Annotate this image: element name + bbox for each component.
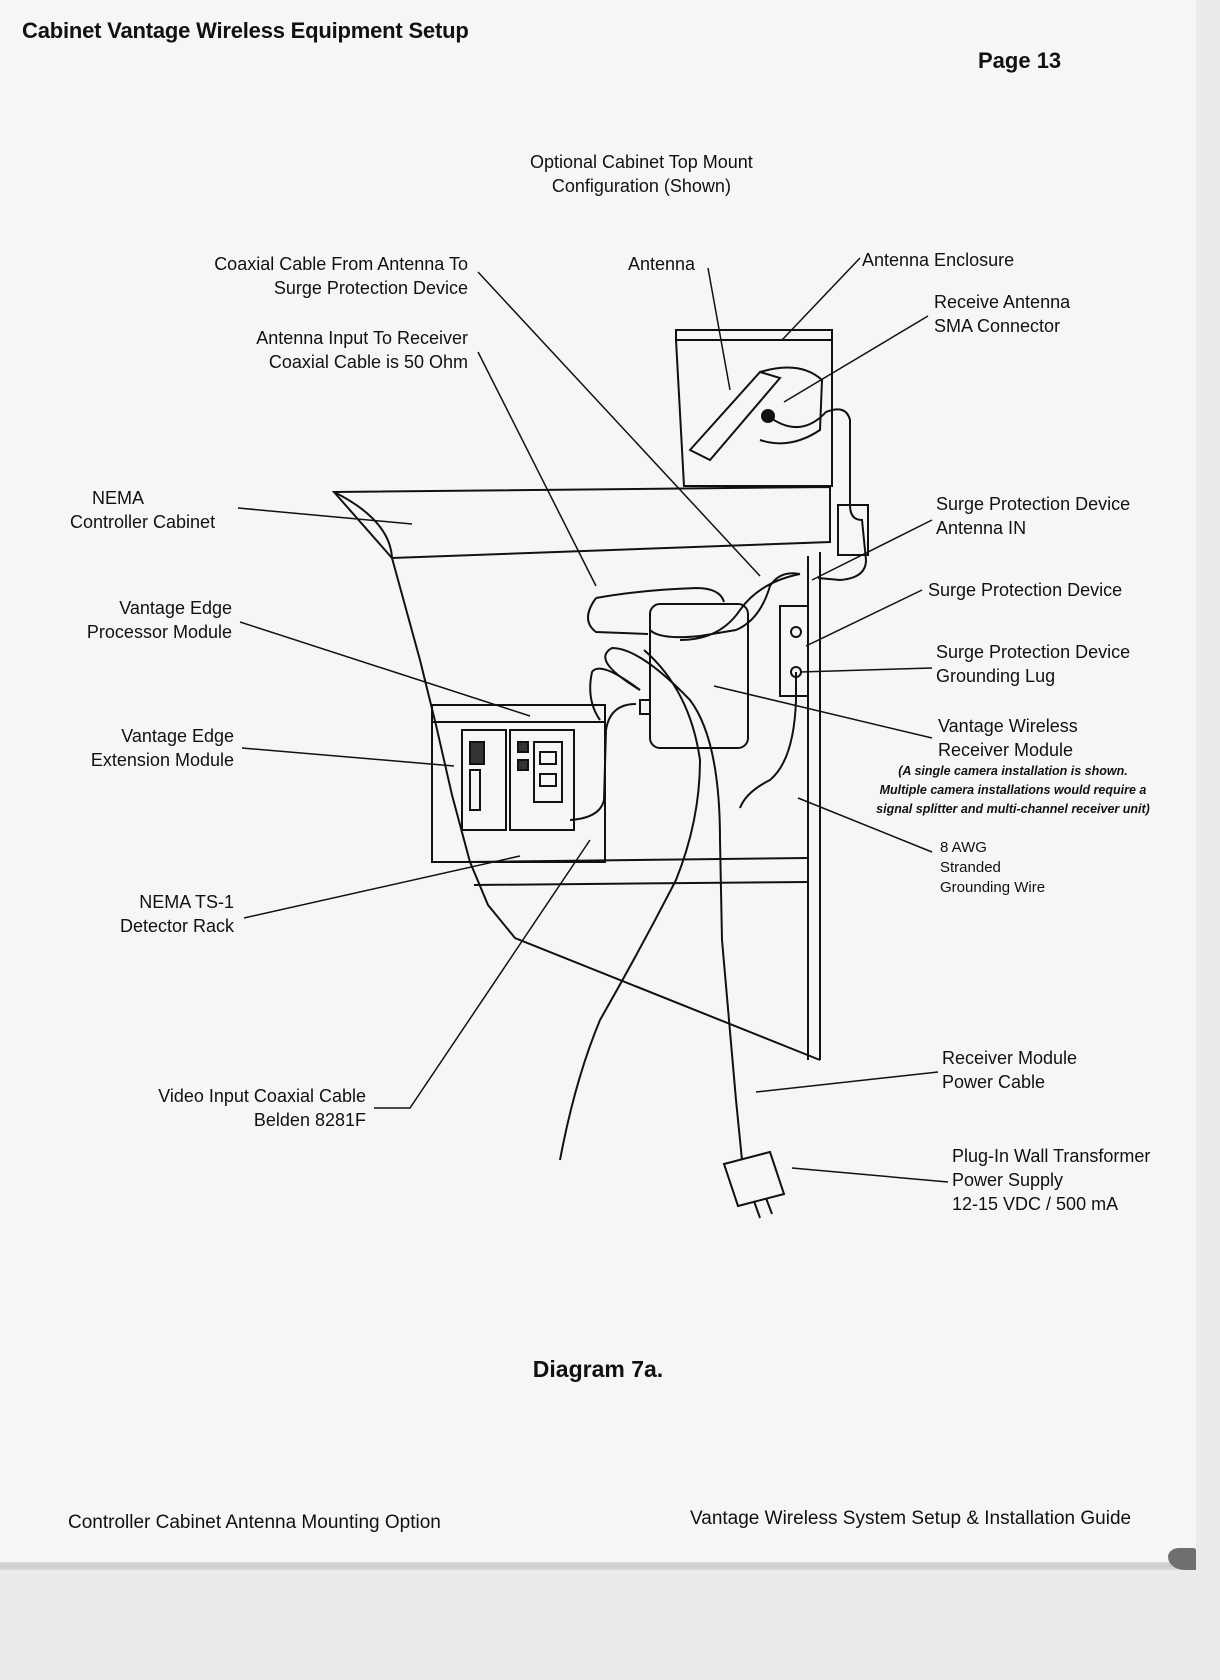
label-video-input: Video Input Coaxial Cable Belden 8281F <box>158 1084 366 1132</box>
label-line: 8 AWG <box>940 839 987 856</box>
grounding-wire <box>739 672 797 809</box>
leader-surge-device <box>805 589 923 647</box>
label-line: Video Input Coaxial Cable <box>158 1086 366 1106</box>
cabinet-top-panel <box>331 485 831 560</box>
leader-surge-antenna-in <box>811 519 933 581</box>
page-number: Page 13 <box>978 48 1062 73</box>
note-line: Multiple camera installations would requ… <box>879 783 1147 797</box>
config-title: Optional Cabinet Top Mount Configuration… <box>530 150 753 198</box>
label-sma-connector: Receive Antenna SMA Connector <box>934 290 1070 338</box>
label-line: Receiver Module <box>942 1048 1078 1068</box>
note-line: signal splitter and multi-channel receiv… <box>876 802 1150 816</box>
label-line: NEMA TS-1 <box>139 892 234 912</box>
footer-right: Vantage Wireless System Setup & Installa… <box>690 1508 1132 1529</box>
label-line: Extension Module <box>90 750 234 770</box>
label-line: Receive Antenna <box>934 292 1071 312</box>
video-input-cable <box>559 649 702 1161</box>
label-line: Surge Protection Device <box>273 278 468 298</box>
label-line: Power Supply <box>952 1170 1064 1190</box>
label-line: Vantage Edge <box>121 726 234 746</box>
leader-surge-grounding <box>799 667 933 673</box>
label-line: Antenna Input To Receiver <box>256 328 468 348</box>
label-extension-module: Vantage Edge Extension Module <box>91 724 234 772</box>
diagram-caption: Diagram 7a. <box>532 1356 664 1382</box>
wall-transformer <box>722 1150 786 1208</box>
leader-nema-cabinet <box>237 507 413 525</box>
label-line: Belden 8281F <box>253 1110 366 1130</box>
note-line: (A single camera installation is shown. <box>898 764 1128 778</box>
leader-processor-module <box>239 621 531 717</box>
label-receiver-module: Vantage Wireless Receiver Module <box>938 714 1078 762</box>
leader-antenna-enclosure <box>781 257 861 341</box>
cabinet-wiring-diagram <box>237 257 949 1219</box>
label-line: Coaxial Cable is 50 Ohm <box>268 352 468 372</box>
label-antenna: Antenna <box>628 254 696 274</box>
receiver-module-note: (A single camera installation is shown. … <box>848 762 1178 819</box>
label-line: Power Cable <box>942 1072 1046 1092</box>
label-line: SMA Connector <box>934 316 1061 336</box>
leader-antenna <box>707 267 731 391</box>
label-line: Surge Protection Device <box>936 494 1131 514</box>
antenna-enclosure <box>674 339 833 487</box>
label-line: NEMA <box>92 488 145 508</box>
receiver-module <box>649 603 749 749</box>
label-line: Coaxial Cable From Antenna To <box>214 254 468 274</box>
label-line: Vantage Wireless <box>938 716 1078 736</box>
label-line: Vantage Edge <box>119 598 232 618</box>
page-header-title: Cabinet Vantage Wireless Equipment Setup <box>22 18 469 43</box>
label-line: Grounding Lug <box>936 666 1056 686</box>
footer-left: Controller Cabinet Antenna Mounting Opti… <box>68 1512 441 1533</box>
leader-detector-rack <box>243 855 521 919</box>
label-antenna-enclosure: Antenna Enclosure <box>862 250 1015 270</box>
label-line: Plug-In Wall Transformer <box>952 1146 1151 1166</box>
antenna-panel <box>688 370 782 462</box>
surge-protection-device <box>779 605 809 697</box>
label-line: Surge Protection Device <box>936 642 1131 662</box>
scan-edge-line <box>0 1562 1196 1570</box>
label-nema-cabinet: NEMA Controller Cabinet <box>70 486 215 534</box>
label-surge-grounding: Surge Protection Device Grounding Lug <box>936 640 1130 688</box>
document-page: Cabinet Vantage Wireless Equipment Setup… <box>0 0 1196 1570</box>
receiver-antenna-cable <box>587 572 801 641</box>
label-power-cable: Receiver Module Power Cable <box>942 1046 1077 1094</box>
label-line: Antenna IN <box>936 518 1027 538</box>
leader-antenna-input <box>477 351 597 587</box>
label-line: Detector Rack <box>119 916 234 936</box>
label-coax-from-antenna: Coaxial Cable From Antenna To Surge Prot… <box>214 252 468 300</box>
extension-module-card <box>461 729 507 831</box>
label-line: 12-15 VDC / 500 mA <box>952 1194 1119 1214</box>
label-line: Stranded <box>940 859 1001 876</box>
label-antenna-input: Antenna Input To Receiver Coaxial Cable … <box>256 326 468 374</box>
leader-receiver-module <box>713 685 933 739</box>
label-line: Grounding Wire <box>940 879 1046 896</box>
label-line: Processor Module <box>86 622 232 642</box>
label-surge-antenna-in: Surge Protection Device Antenna IN <box>936 492 1130 540</box>
label-grounding-wire: 8 AWG Stranded Grounding Wire <box>940 838 1045 898</box>
rack-shelf <box>469 857 809 886</box>
leader-power-cable <box>755 1071 939 1093</box>
leader-sma-connector <box>783 315 929 403</box>
label-surge-device: Surge Protection Device <box>928 580 1123 600</box>
power-cable <box>604 646 743 1161</box>
detector-rack-frame <box>431 704 606 863</box>
leader-video-input <box>374 839 591 1109</box>
label-line: Controller Cabinet <box>70 512 216 532</box>
config-title-line-2: Configuration (Shown) <box>551 176 731 196</box>
config-title-line-1: Optional Cabinet Top Mount <box>530 152 753 172</box>
leader-power-supply <box>791 1167 949 1183</box>
video-coax-cable <box>569 703 637 821</box>
label-detector-rack: NEMA TS-1 Detector Rack <box>120 890 234 938</box>
cabinet-outline <box>333 491 821 1061</box>
scan-corner-smudge <box>1168 1548 1196 1570</box>
leader-extension-module <box>241 747 455 767</box>
leader-coax-from-antenna <box>477 271 761 577</box>
label-processor-module: Vantage Edge Processor Module <box>87 596 232 644</box>
processor-module-card <box>509 729 575 831</box>
label-line: Receiver Module <box>938 740 1074 760</box>
leader-grounding-wire <box>797 797 933 853</box>
label-power-supply: Plug-In Wall Transformer Power Supply 12… <box>952 1144 1150 1216</box>
